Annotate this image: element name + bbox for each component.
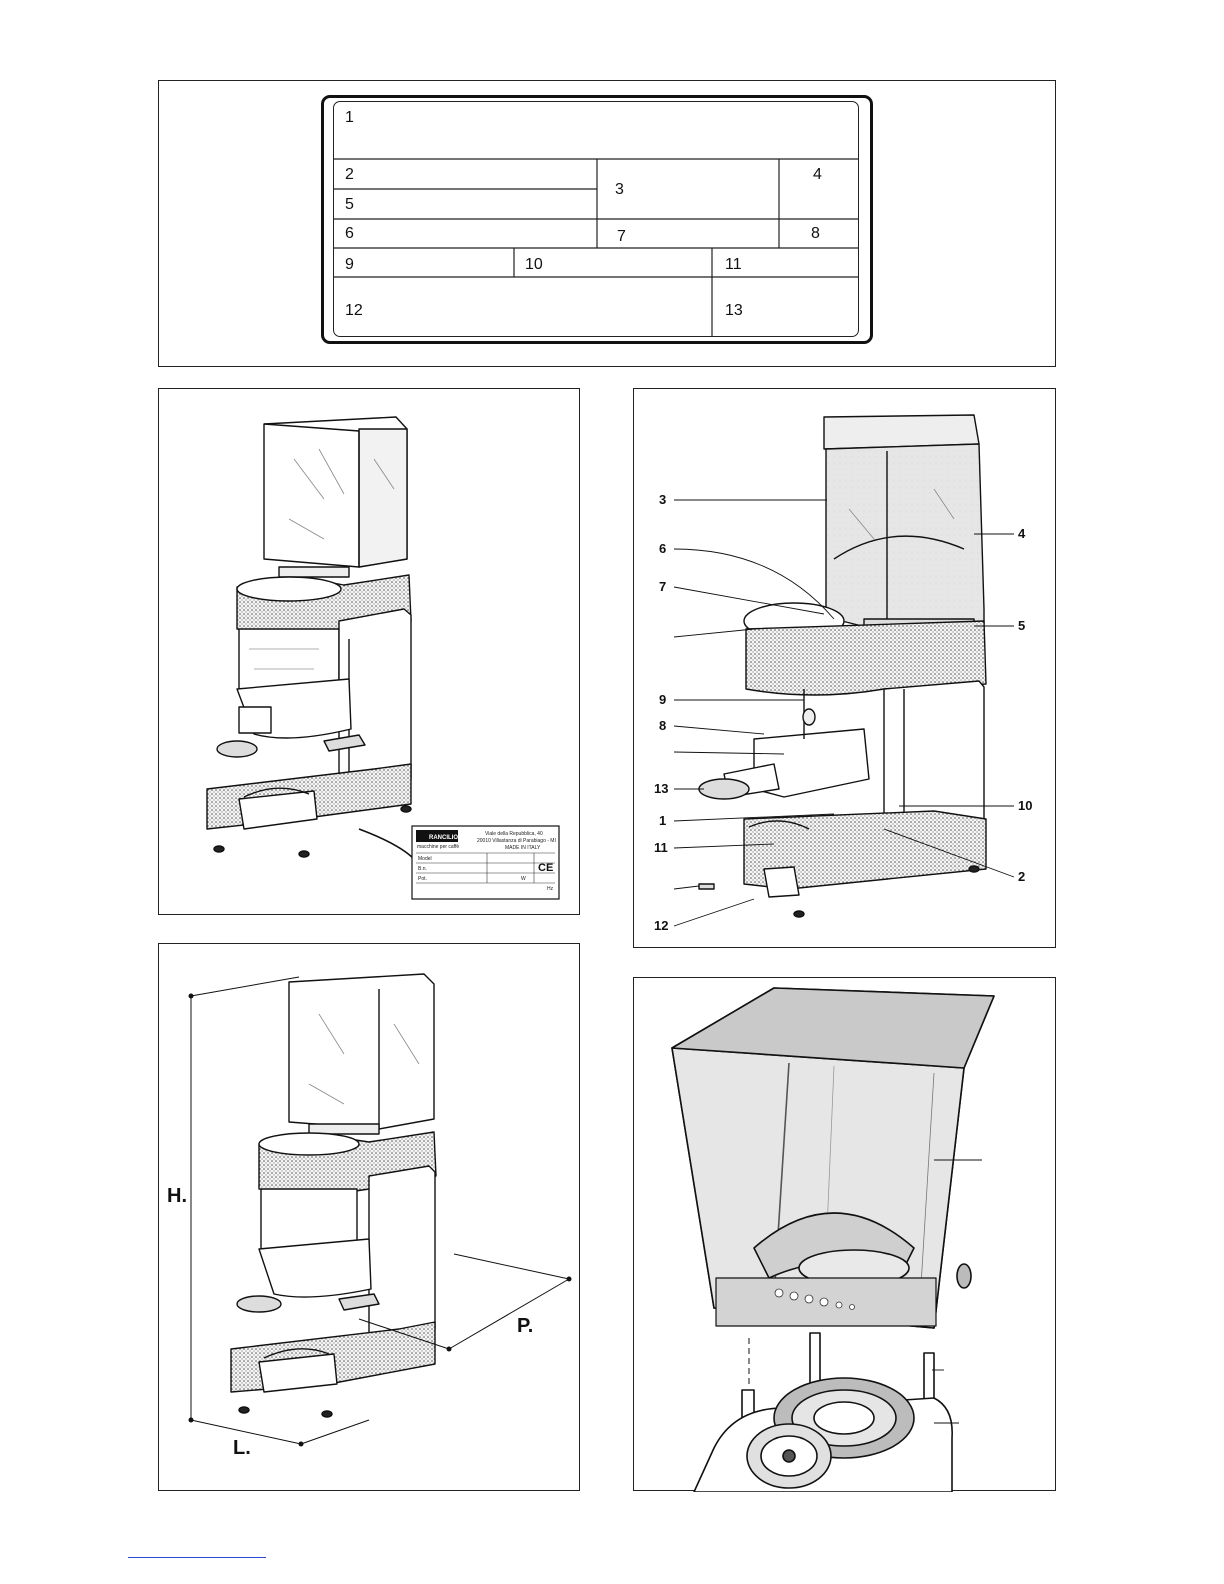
callout-6: 6 xyxy=(659,541,666,556)
callout-5: 5 xyxy=(1018,618,1025,633)
dimensions-illustration: H. P. L. xyxy=(159,944,581,1492)
callout-4: 4 xyxy=(1018,526,1026,541)
label-unit-w: W xyxy=(521,876,526,882)
label-made-in: MADE IN ITALY xyxy=(505,845,541,851)
label-tagline: macchine per caffè xyxy=(417,844,459,850)
plate-field-10: 10 xyxy=(525,256,543,274)
plate-field-3: 3 xyxy=(615,181,624,199)
label-row-model: Model xyxy=(418,856,432,862)
plate-field-8: 8 xyxy=(811,225,820,243)
callout-1: 1 xyxy=(659,813,666,828)
label-row-pot: Pot. xyxy=(418,876,427,882)
plate-field-7: 7 xyxy=(617,228,626,246)
label-address-2: 20010 Villastanza di Parabiago - MI xyxy=(477,838,556,844)
callout-3: 3 xyxy=(659,492,666,507)
plate-field-6: 6 xyxy=(345,225,354,243)
dimensions-panel: H. P. L. xyxy=(158,943,580,1491)
plate-field-5: 5 xyxy=(345,196,354,214)
grinder-illustration: RANCILIO macchine per caffè Viale della … xyxy=(159,389,581,916)
plate-field-13: 13 xyxy=(725,302,743,320)
grinder-overview-panel: RANCILIO macchine per caffè Viale della … xyxy=(158,388,580,915)
callout-9: 9 xyxy=(659,692,666,707)
data-plate-panel: 1 2 3 4 5 6 7 8 9 10 11 12 13 xyxy=(158,80,1056,367)
plate-field-4: 4 xyxy=(813,166,822,184)
plate-field-2: 2 xyxy=(345,166,354,184)
callout-12: 12 xyxy=(654,918,668,933)
callout-13: 13 xyxy=(654,781,668,796)
data-plate-grid xyxy=(159,81,1057,368)
label-brand: RANCILIO xyxy=(429,835,458,841)
callout-11: 11 xyxy=(654,840,668,855)
hopper-assembly-illustration xyxy=(634,978,1057,1492)
hopper-assembly-panel xyxy=(633,977,1056,1491)
plate-field-12: 12 xyxy=(345,302,363,320)
rating-label: RANCILIO macchine per caffè Viale della … xyxy=(412,826,559,899)
plate-field-9: 9 xyxy=(345,256,354,274)
dimension-height-label: H. xyxy=(167,1185,187,1207)
label-address-1: Viale della Repubblica, 40 xyxy=(485,831,543,837)
ce-mark: CE xyxy=(538,862,553,874)
callout-7: 7 xyxy=(659,579,666,594)
dimension-length-label: L. xyxy=(233,1437,251,1459)
callout-8: 8 xyxy=(659,718,666,733)
dimension-depth-label: P. xyxy=(517,1315,533,1337)
parts-illustration: 3 4 6 7 5 9 8 13 10 1 11 2 12 xyxy=(634,389,1057,949)
plate-field-1: 1 xyxy=(345,109,354,127)
plate-field-11: 11 xyxy=(725,256,742,274)
label-unit-hz: Hz xyxy=(547,886,554,892)
label-row-bn: B.n. xyxy=(418,866,427,872)
parts-callout-panel: 3 4 6 7 5 9 8 13 10 1 11 2 12 xyxy=(633,388,1056,948)
footer-rule xyxy=(128,1557,266,1558)
callout-2: 2 xyxy=(1018,869,1025,884)
callout-10: 10 xyxy=(1018,798,1032,813)
